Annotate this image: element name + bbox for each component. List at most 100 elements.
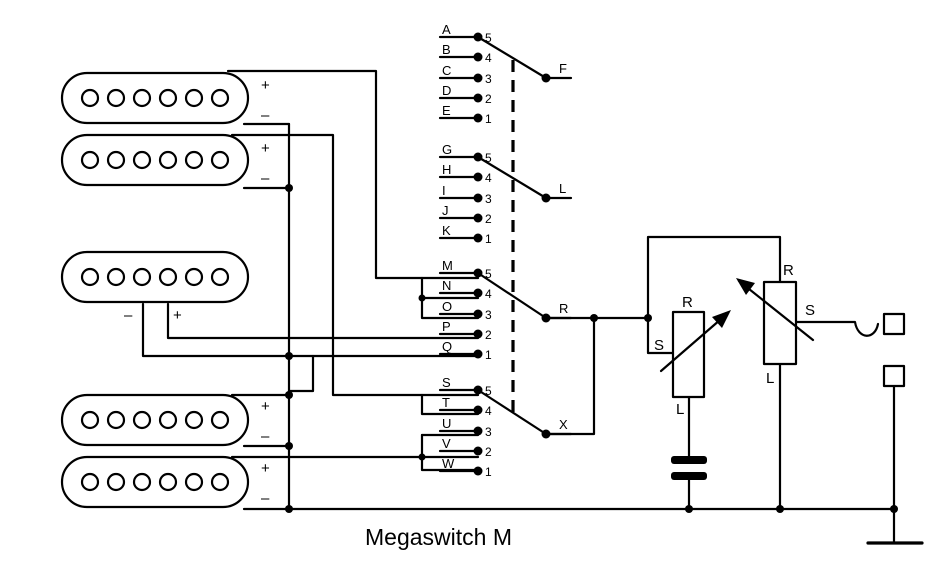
junction-dot: [590, 314, 598, 322]
pole-piece: [132, 88, 152, 108]
switch-contact: [473, 446, 483, 456]
tone-wiper-wire: [646, 316, 675, 355]
contact-number-label: 2: [485, 92, 492, 106]
pole-piece: [210, 150, 230, 170]
volume-pot: R S L: [736, 262, 815, 387]
junction-dot: [644, 314, 652, 322]
pole-piece: [106, 150, 126, 170]
contact-number-label: 3: [485, 308, 492, 322]
capacitor-plate-top: [671, 456, 707, 464]
contact-number-label: 5: [485, 151, 492, 165]
pole-piece: [80, 267, 100, 287]
contact-letter-label: U: [442, 416, 451, 431]
output-x-wire: [544, 316, 596, 436]
contact-number-label: 3: [485, 192, 492, 206]
switch-wiper: [476, 388, 573, 436]
pickup-1-plus-label: +: [261, 77, 270, 94]
pickup-4: [60, 393, 250, 447]
contact-number-label: 5: [485, 31, 492, 45]
switch-contact: [473, 93, 483, 103]
contact-number-label: 4: [485, 287, 492, 301]
junction-dot: [776, 505, 784, 513]
pole-piece: [80, 88, 100, 108]
pole-piece: [132, 150, 152, 170]
switch-contact: [473, 288, 483, 298]
volume-pot-l-label: L: [766, 370, 774, 387]
contact-letter-label: P: [442, 319, 451, 334]
tone-capacitor: [671, 456, 707, 480]
tone-pot-s-label: S: [654, 337, 664, 354]
pickup-3-plus-wire: [166, 302, 480, 340]
pickup-2-hot-wire: [230, 133, 480, 397]
switch-common-label: R: [559, 301, 568, 316]
switch-contact: [473, 329, 483, 339]
pole-piece: [184, 150, 204, 170]
volume-pot-arrowhead: [736, 278, 755, 295]
diagram-title: Megaswitch M: [365, 524, 512, 550]
pole-piece: [80, 472, 100, 492]
contact-number-label: 4: [485, 51, 492, 65]
pickup-4-plus-label: +: [261, 398, 270, 415]
junction-dot: [285, 442, 293, 450]
contact-number-label: 1: [485, 232, 492, 246]
junction-dot: [685, 505, 693, 513]
pickup-body: [60, 133, 250, 187]
switch-common-label: F: [559, 61, 567, 76]
pole-piece: [132, 472, 152, 492]
pot-link-wire: [646, 235, 782, 320]
contact-letter-label: A: [442, 22, 451, 37]
switch-contact: [473, 349, 483, 359]
pole-piece: [158, 410, 178, 430]
pole-piece: [158, 150, 178, 170]
junction-dot: [418, 453, 426, 461]
switch-contact: [473, 73, 483, 83]
contact-number-label: 3: [485, 72, 492, 86]
pickup-body: [60, 455, 250, 509]
pole-piece: [132, 410, 152, 430]
junction-dot: [285, 184, 293, 192]
contact-letter-label: T: [442, 395, 450, 410]
pole-piece: [158, 267, 178, 287]
jumper-s-t: [420, 393, 480, 416]
contact-letter-label: M: [442, 258, 453, 273]
tone-pot-l-label: L: [676, 401, 684, 418]
jumper-m-n-o: [420, 276, 480, 320]
pickup-1-minus-label: –: [261, 107, 270, 124]
switch-common-contact: [541, 193, 551, 203]
volume-pot-r-label: R: [783, 262, 794, 279]
contact-letter-label: C: [442, 63, 451, 78]
contact-letter-label: G: [442, 142, 452, 157]
junction-dot: [418, 294, 426, 302]
junction-dot: [285, 505, 293, 513]
contact-number-label: 1: [485, 465, 492, 479]
pole-piece: [106, 410, 126, 430]
switch-common-contact: [541, 73, 551, 83]
contact-letter-label: B: [442, 42, 451, 57]
capacitor-plate-bottom: [671, 472, 707, 480]
switch-wiper: [476, 155, 573, 200]
contact-number-label: 1: [485, 112, 492, 126]
switch-common-label: X: [559, 417, 568, 432]
tone-pot-r-label: R: [682, 294, 693, 311]
volume-pot-s-label: S: [805, 302, 815, 319]
switch-contact: [473, 193, 483, 203]
pickup-labels: + – + – – + + – + –: [124, 77, 270, 507]
pickup-3-plus-label: +: [173, 307, 182, 324]
pole-piece: [210, 472, 230, 492]
pickup-4-minus-label: –: [261, 428, 270, 445]
jack-tip-terminal: [882, 312, 906, 336]
switch-common-contact: [541, 429, 551, 439]
junctions: [285, 184, 898, 513]
contact-number-label: 4: [485, 171, 492, 185]
contact-number-label: 4: [485, 404, 492, 418]
pole-piece: [210, 88, 230, 108]
tone-pot-arrowhead: [712, 310, 731, 328]
switch-contact: [473, 113, 483, 123]
switch-contact: [473, 466, 483, 476]
contact-letter-label: N: [442, 278, 451, 293]
pole-piece: [210, 410, 230, 430]
pole-piece: [80, 410, 100, 430]
